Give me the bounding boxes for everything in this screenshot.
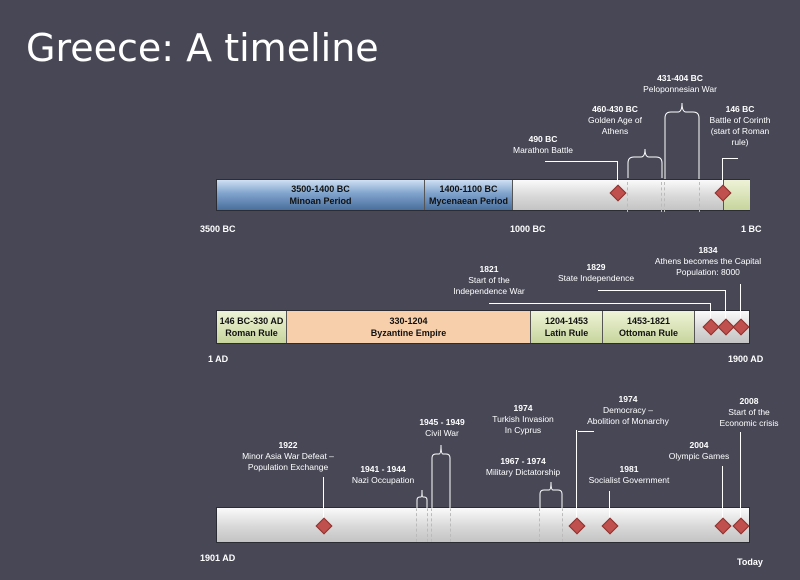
connector (722, 158, 723, 188)
axis-start: 3500 BC (200, 224, 236, 234)
connector (722, 158, 738, 159)
connector (576, 430, 577, 522)
connector (598, 290, 725, 291)
period-minoan: 3500-1400 BC Minoan Period (217, 180, 425, 210)
period-date: 1400-1100 BC (439, 184, 498, 194)
connector (740, 284, 741, 323)
marker-line (562, 508, 563, 542)
timeline-bar-modern (216, 507, 750, 543)
brace-nazi (416, 489, 428, 509)
marker-line (450, 508, 451, 542)
axis-mid: 1000 BC (510, 224, 546, 234)
axis-end: 1900 AD (728, 354, 764, 364)
axis-start: 1901 AD (200, 553, 236, 563)
period-mycenaean: 1400-1100 BC Mycenaean Period (425, 180, 513, 210)
brace-dictatorship (539, 481, 563, 509)
timeline-bar-bc: 3500-1400 BC Minoan Period 1400-1100 BC … (216, 179, 750, 211)
marker-line (427, 508, 428, 542)
marker-line (699, 182, 700, 212)
axis-end: 1 BC (741, 224, 762, 234)
connector (489, 303, 710, 304)
connector (578, 431, 594, 432)
axis-end: Today (737, 557, 763, 567)
marker-line (664, 182, 665, 212)
marker-line (431, 508, 432, 542)
period-name: Minoan Period (289, 196, 352, 206)
connector (609, 491, 610, 522)
period-name: Mycenaean Period (428, 196, 509, 206)
marker-line (416, 508, 417, 542)
axis-start: 1 AD (208, 354, 229, 364)
connector (617, 161, 618, 189)
marker-line (627, 182, 628, 212)
connector (710, 303, 711, 323)
connector (725, 290, 726, 323)
marker-line (661, 182, 662, 212)
connector (722, 466, 723, 522)
connector (323, 477, 324, 522)
period-date: 3500-1400 BC (291, 184, 350, 194)
brace-civil-war (431, 444, 451, 509)
brace-golden-age (627, 148, 663, 178)
connector (545, 161, 617, 162)
brace-peloponnesian (664, 102, 700, 179)
page-title: Greece: A timeline (26, 26, 379, 70)
marker-line (539, 508, 540, 542)
connector (740, 432, 741, 522)
